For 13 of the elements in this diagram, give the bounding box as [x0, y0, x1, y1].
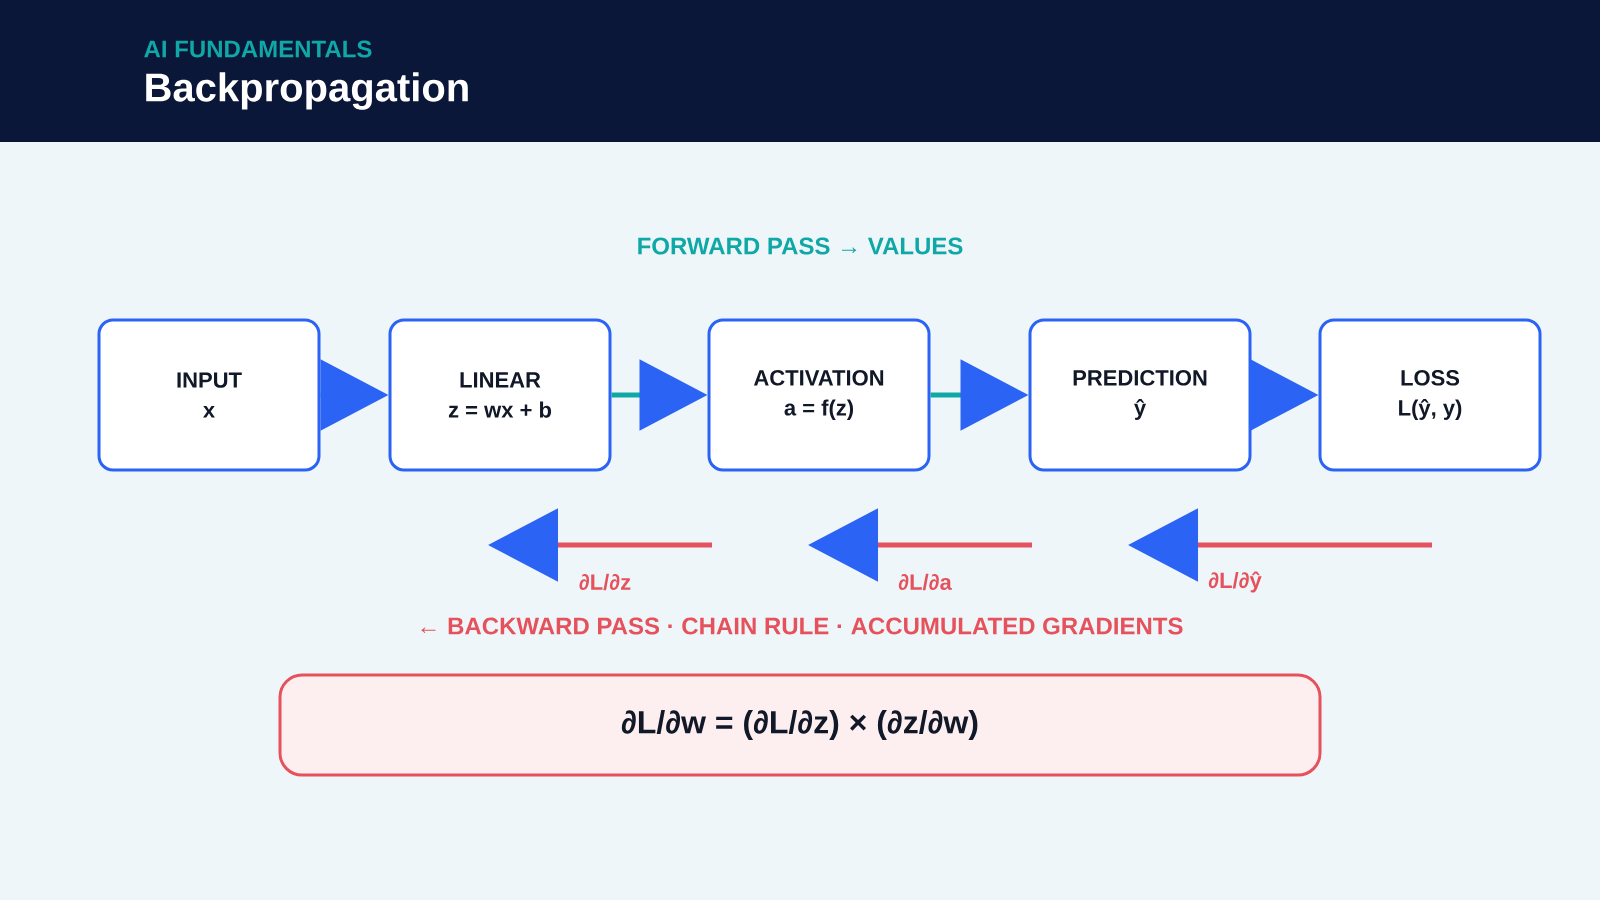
title: Backpropagation [146, 72, 468, 110]
section-heading: ← BACKWARD PASS · CHAIN RULE · ACCUMULATED GRADIENTS [421, 617, 1183, 635]
process-box: INPUT x [97, 318, 321, 472]
process-box: PREDICTION ŷ [1028, 318, 1252, 472]
process-box: ACTIVATION a = f(z) [707, 318, 931, 472]
process-box: LOSS L(ŷ, y) [1318, 318, 1542, 472]
process-box: LINEAR z = wx + b [388, 318, 612, 472]
gradient-label: ∂L/∂z [579, 573, 631, 591]
gradient-label: ∂L/∂ŷ [1208, 571, 1262, 593]
subtitle: AI FUNDAMENTALS [144, 40, 372, 58]
gradient-label: ∂L/∂a [898, 573, 952, 591]
formula-box: ∂L/∂w = (∂L/∂z) × (∂z/∂w) [278, 673, 1322, 777]
section-heading: FORWARD PASS → VALUES [638, 237, 963, 255]
